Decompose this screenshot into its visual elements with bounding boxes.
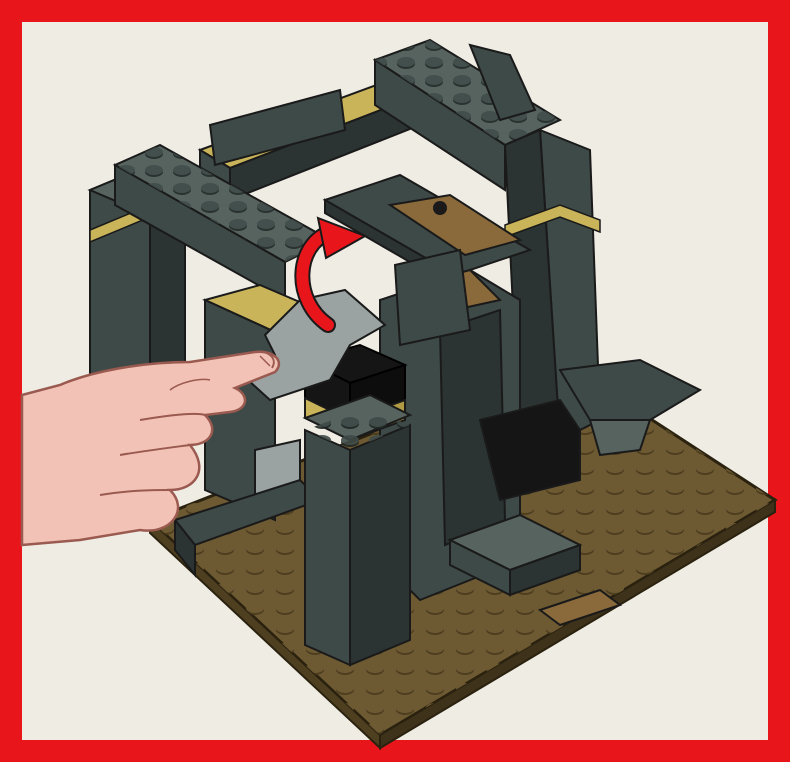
front-pillar — [305, 345, 410, 665]
